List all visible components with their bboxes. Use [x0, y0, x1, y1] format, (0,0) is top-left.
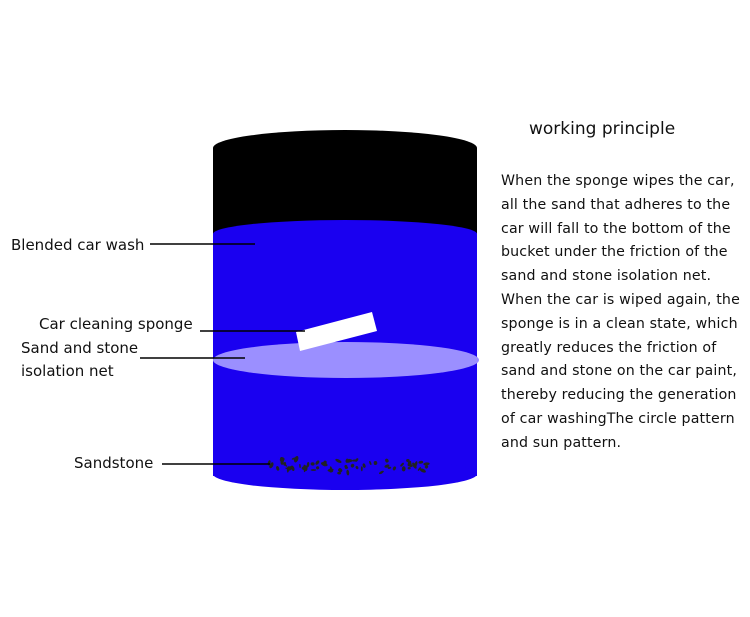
sand-particle	[306, 462, 310, 467]
sand-particle	[269, 462, 274, 469]
sand-particle	[310, 469, 317, 471]
sand-particle	[320, 462, 328, 467]
sand-particle	[360, 466, 363, 472]
principle-description: When the sponge wipes the car, all the s…	[501, 173, 740, 451]
bucket-top-rim	[213, 130, 477, 166]
sand-particle	[408, 460, 412, 465]
sand-particle	[337, 471, 341, 475]
car-wash-liquid-surface	[213, 220, 477, 248]
sand-particle	[406, 458, 410, 463]
sand-particle	[310, 462, 315, 466]
sand-particle	[299, 463, 301, 469]
sand-particle	[283, 462, 287, 466]
isolation-net	[213, 342, 479, 378]
principle-title: working principle	[529, 119, 676, 139]
sand-particle	[407, 466, 411, 470]
sand-particle	[276, 466, 280, 471]
label-car-cleaning-sponge: Car cleaning sponge	[39, 315, 193, 333]
sand-particle	[350, 463, 355, 468]
sand-particle	[348, 458, 353, 462]
sand-particle	[378, 470, 384, 475]
sand-particle	[280, 460, 284, 465]
sand-particle	[301, 465, 308, 470]
sand-particle	[385, 458, 389, 463]
sand-particle	[424, 465, 429, 469]
label-sandstone: Sandstone	[74, 454, 154, 472]
sand-particle	[373, 461, 378, 465]
sand-particle	[286, 466, 292, 471]
sand-particle	[344, 464, 348, 468]
sand-particle	[400, 462, 404, 467]
sand-particle	[315, 460, 320, 465]
sand-particle	[355, 465, 359, 470]
sandstone-particles	[267, 455, 430, 476]
sand-particle	[352, 459, 357, 462]
sand-particle	[414, 461, 418, 468]
car-cleaning-sponge	[296, 312, 377, 351]
sand-particle	[290, 465, 295, 472]
sand-particle	[417, 467, 421, 471]
sand-particle	[362, 463, 366, 468]
sand-particle	[291, 457, 297, 460]
sand-particle	[338, 468, 343, 473]
sand-particle	[387, 466, 392, 469]
sand-particle	[345, 458, 349, 463]
sand-particle	[329, 469, 334, 473]
sand-particle	[419, 468, 426, 473]
sand-particle	[401, 466, 406, 472]
bucket-bottom	[213, 458, 477, 490]
sand-particle	[369, 460, 372, 466]
label-isolation-net: Sand and stone isolation net	[21, 339, 139, 380]
sand-particle	[392, 466, 397, 471]
sand-particle	[315, 466, 320, 470]
sand-particle	[346, 469, 350, 476]
sand-particle	[384, 464, 390, 468]
label-blended-car-wash: Blended car wash	[11, 236, 145, 254]
sand-particle	[423, 462, 430, 466]
sand-particle	[418, 460, 424, 464]
sand-particle	[409, 464, 413, 468]
sand-particle	[335, 458, 342, 463]
